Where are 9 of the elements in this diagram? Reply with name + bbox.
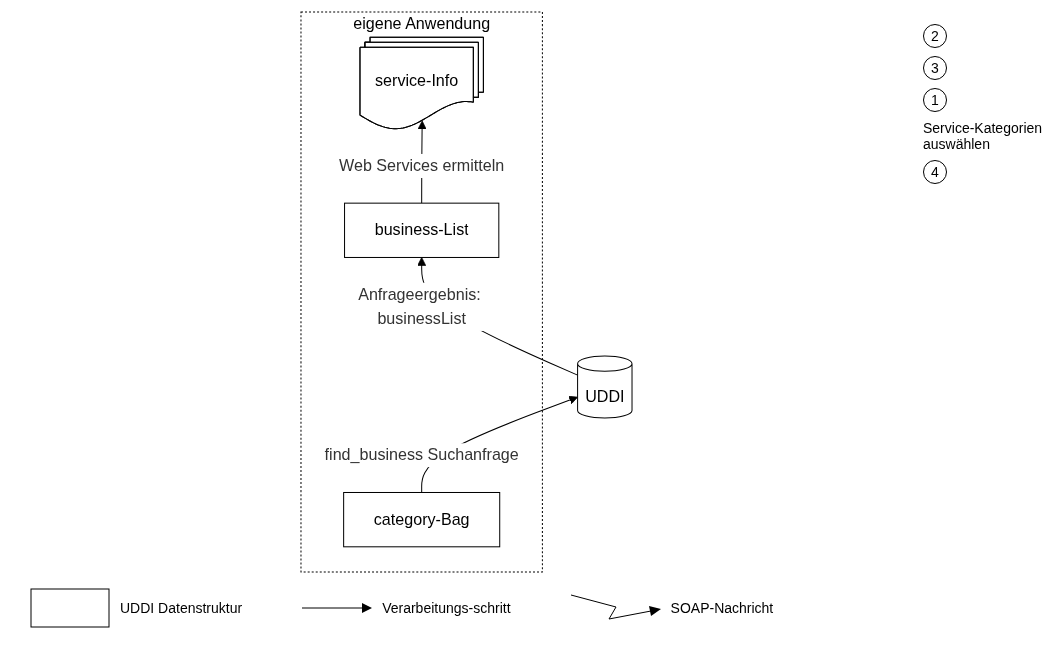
note-text: Service-Kategorien auswählen: [923, 120, 1043, 152]
legend-text: SOAP-Nachricht: [670, 600, 774, 616]
node-box: category-Bag: [343, 492, 501, 548]
edge-label: find_business Suchanfrage: [324, 446, 519, 464]
edge-label: Web Services ermitteln: [339, 156, 505, 174]
edge-label: Anfrageergebnis: businessList: [358, 285, 481, 327]
legend-text: Verarbeitungs-schritt: [382, 600, 511, 616]
legend-text: UDDI Datenstruktur: [120, 600, 243, 616]
node-box: business-List: [344, 202, 500, 258]
